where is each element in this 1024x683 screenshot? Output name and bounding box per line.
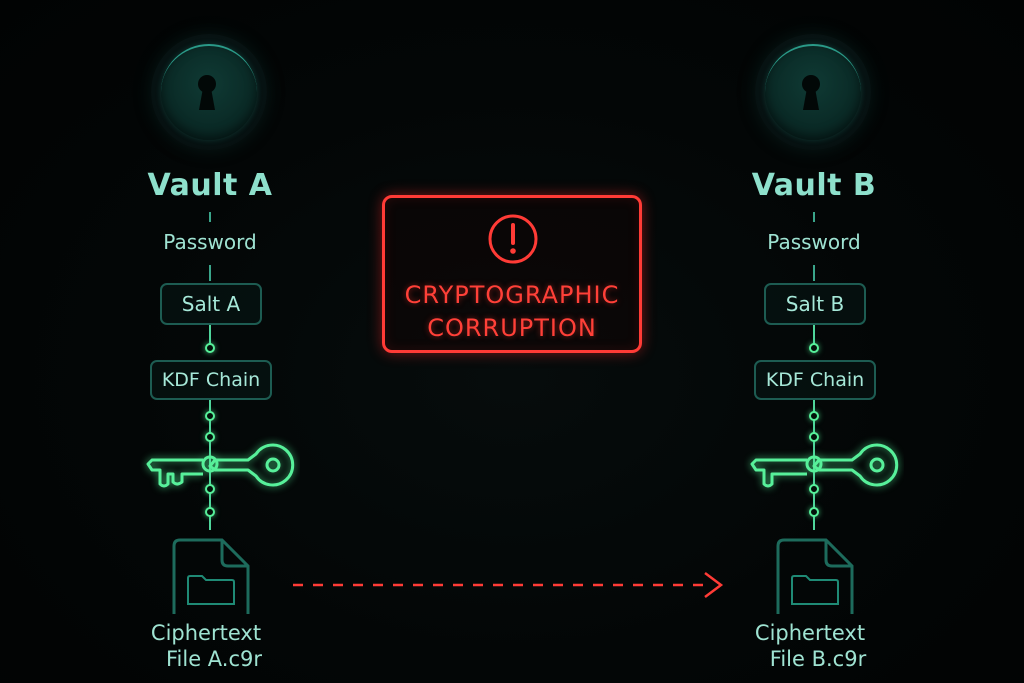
connector-line (209, 212, 211, 222)
key-icon (750, 443, 899, 488)
connector-line (813, 212, 815, 222)
node-dot (205, 411, 215, 421)
encrypted-file-icon (172, 538, 250, 614)
node-dot (809, 484, 819, 494)
file-type-label: Ciphertext (150, 621, 262, 645)
key-icon (146, 443, 295, 488)
salt-box: Salt B (764, 283, 866, 325)
node-dot (809, 411, 819, 421)
folder-icon (187, 575, 235, 605)
salt-box: Salt A (160, 283, 262, 325)
node-dot (205, 432, 215, 442)
connector-line (209, 265, 211, 281)
keyhole-lock-icon (765, 44, 861, 140)
vault-b-lock (755, 34, 871, 150)
keyhole-lock-icon (161, 44, 257, 140)
vault-title: Vault A (147, 168, 273, 203)
alert-title-line1: CRYPTOGRAPHIC (404, 281, 620, 309)
connector-line (209, 325, 211, 345)
file-name-label: File A.c9r (165, 647, 263, 671)
password-label: Password (767, 230, 861, 254)
exclamation-circle-icon (488, 214, 538, 264)
folder-icon (791, 575, 839, 605)
node-dot (205, 484, 215, 494)
node-dot (205, 343, 215, 353)
dashed-arrow-connector (293, 572, 724, 598)
alert-title-line2: CORRUPTION (427, 314, 597, 342)
file-name-label: File B.c9r (769, 647, 867, 671)
node-dot (205, 507, 215, 517)
encrypted-file-icon (776, 538, 854, 614)
corruption-alert: CRYPTOGRAPHIC CORRUPTION (382, 195, 642, 353)
file-type-label: Ciphertext (754, 621, 866, 645)
vault-b-column: Vault B Password Salt B KDF Chain (714, 0, 914, 683)
password-label: Password (163, 230, 257, 254)
vault-a-lock (151, 34, 267, 150)
kdf-chain-box: KDF Chain (754, 360, 876, 400)
connector-line (813, 325, 815, 345)
vault-a-column: Vault A Password Salt A KDF Chain (110, 0, 310, 683)
kdf-chain-box: KDF Chain (150, 360, 272, 400)
vault-title: Vault B (751, 168, 877, 203)
node-dot (809, 343, 819, 353)
arrow-head-icon (704, 572, 724, 598)
connector-line (813, 265, 815, 281)
node-dot (809, 507, 819, 517)
node-dot (809, 432, 819, 442)
